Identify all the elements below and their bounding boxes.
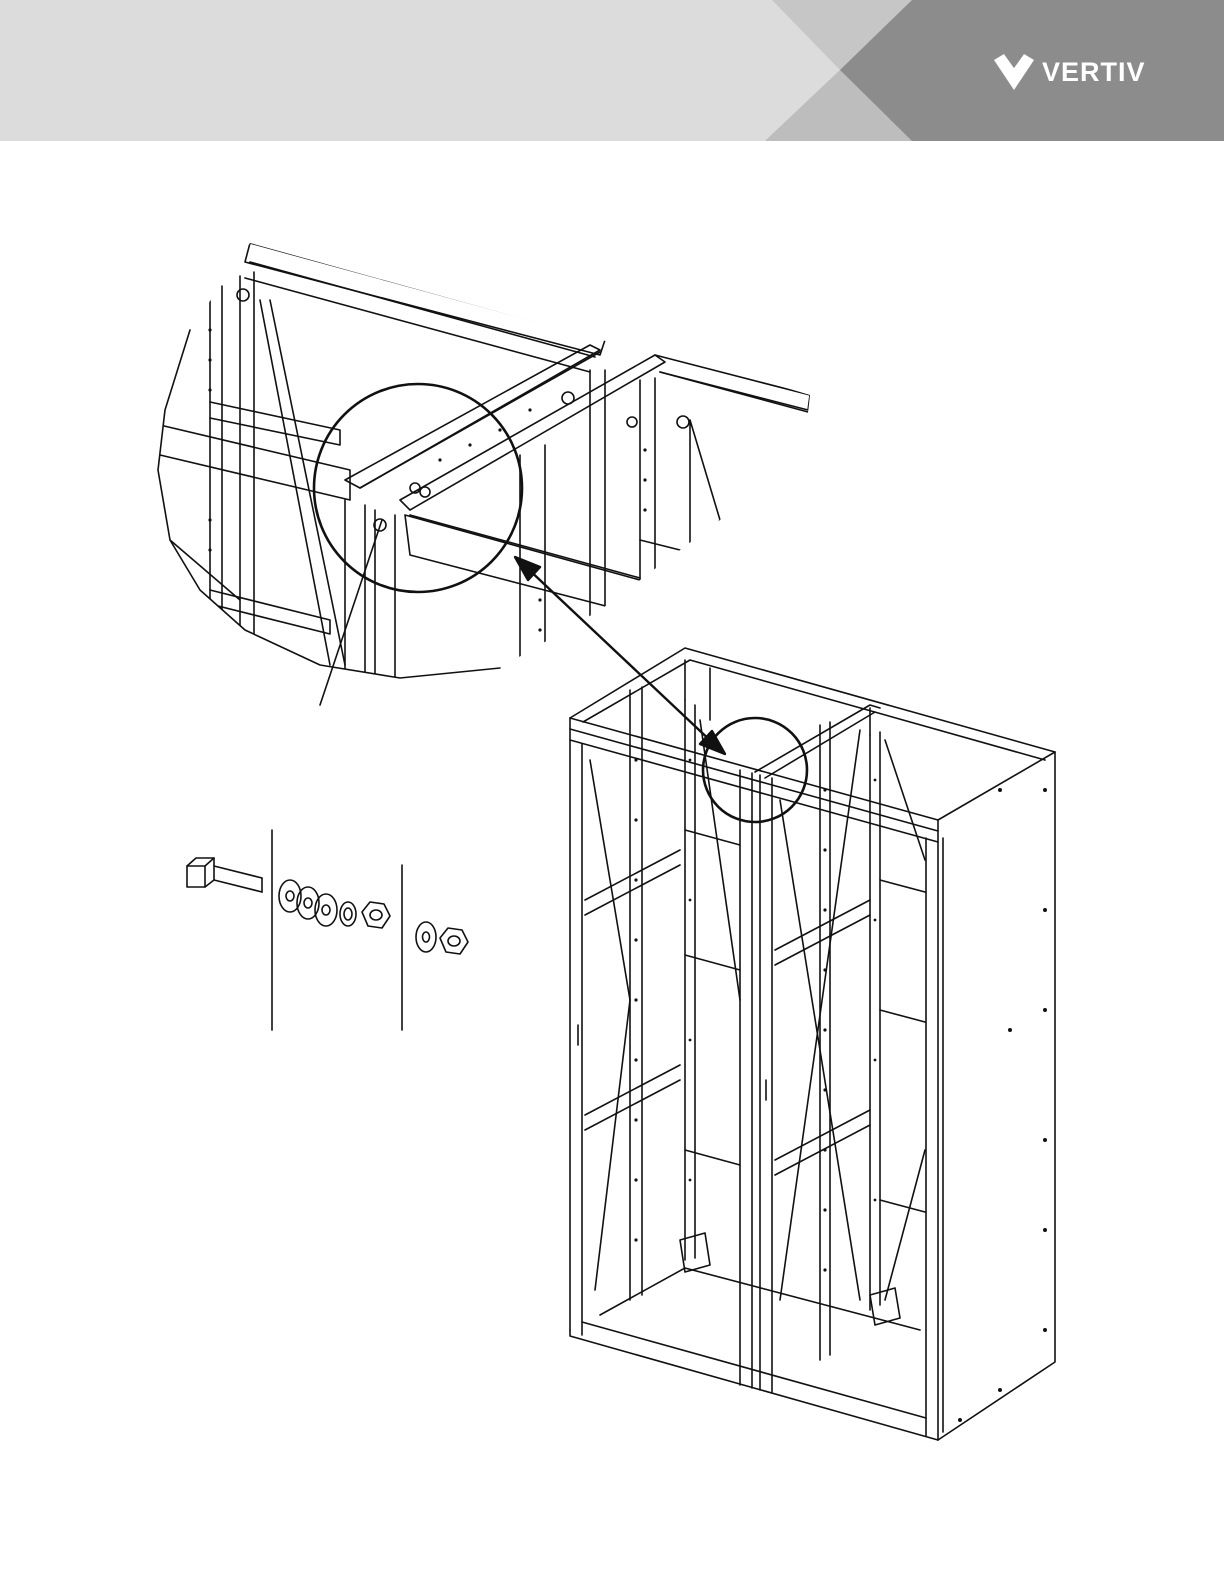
detail-callout-circle — [314, 384, 522, 592]
brand-wordmark: VERTIV — [1042, 52, 1146, 92]
callout-arrow-icon — [515, 557, 725, 754]
figure-drawing — [0, 141, 1224, 1584]
detail-zoom-view — [158, 243, 810, 705]
vertiv-logo: VERTIV — [994, 52, 1146, 92]
rack-enclosure-assembly — [570, 648, 1055, 1440]
page-header: VERTIV — [0, 0, 1224, 141]
hardware-exploded-view — [187, 830, 468, 1030]
installation-figure — [0, 141, 1224, 1584]
vertiv-v-chevron-icon — [994, 54, 1034, 90]
